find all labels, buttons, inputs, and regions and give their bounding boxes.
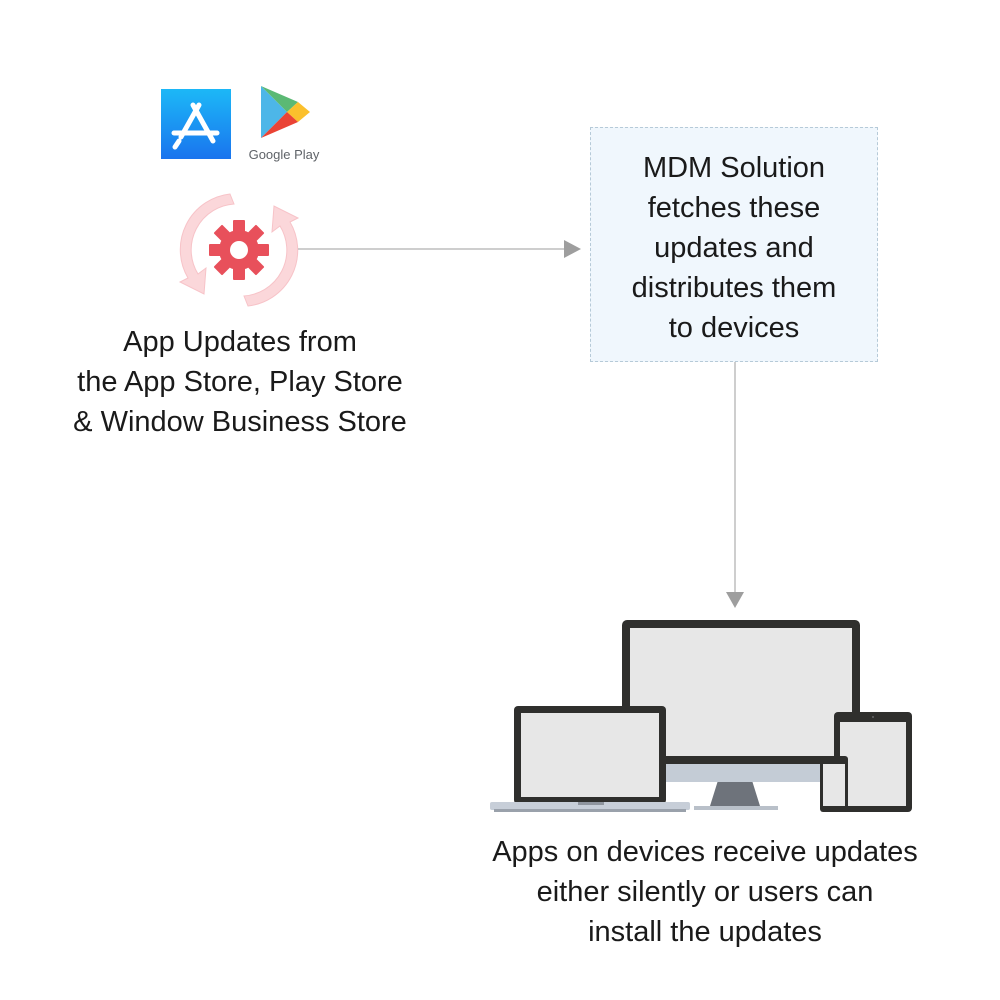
smartphone-icon xyxy=(820,756,848,812)
devices-caption-line: install the updates xyxy=(588,916,822,948)
source-caption-line: & Window Business Store xyxy=(73,406,407,438)
tablet-icon xyxy=(834,712,912,812)
laptop-icon xyxy=(490,706,690,812)
devices-caption-line: Apps on devices receive updates xyxy=(492,836,918,868)
source-caption-line: the App Store, Play Store xyxy=(77,366,403,398)
arrowhead-down-icon xyxy=(726,592,744,608)
mdm-caption-line: distributes them xyxy=(631,272,837,304)
mdm-caption-line: to devices xyxy=(668,312,800,344)
mdm-caption-line: fetches these xyxy=(647,192,821,224)
mdm-solution-box: MDM Solution fetches these updates and d… xyxy=(590,127,878,362)
arrowhead-right-icon xyxy=(564,240,581,258)
mdm-caption: MDM Solution fetches these updates and d… xyxy=(591,148,877,348)
devices-illustration xyxy=(490,620,912,812)
mdm-caption-line: updates and xyxy=(654,232,814,264)
google-play-icon xyxy=(261,86,310,138)
connector-mdm-to-devices xyxy=(726,362,744,608)
app-store-icon xyxy=(161,89,231,159)
source-caption-line: App Updates from xyxy=(123,326,357,358)
source-caption: App Updates from the App Store, Play Sto… xyxy=(30,322,450,442)
mdm-caption-line: MDM Solution xyxy=(642,152,826,184)
gear-sync-icon xyxy=(178,193,300,307)
connector-source-to-mdm xyxy=(298,240,581,258)
google-play-label: Google Play xyxy=(248,147,320,162)
devices-caption-line: either silently or users can xyxy=(536,876,874,908)
devices-caption: Apps on devices receive updates either s… xyxy=(450,832,960,952)
